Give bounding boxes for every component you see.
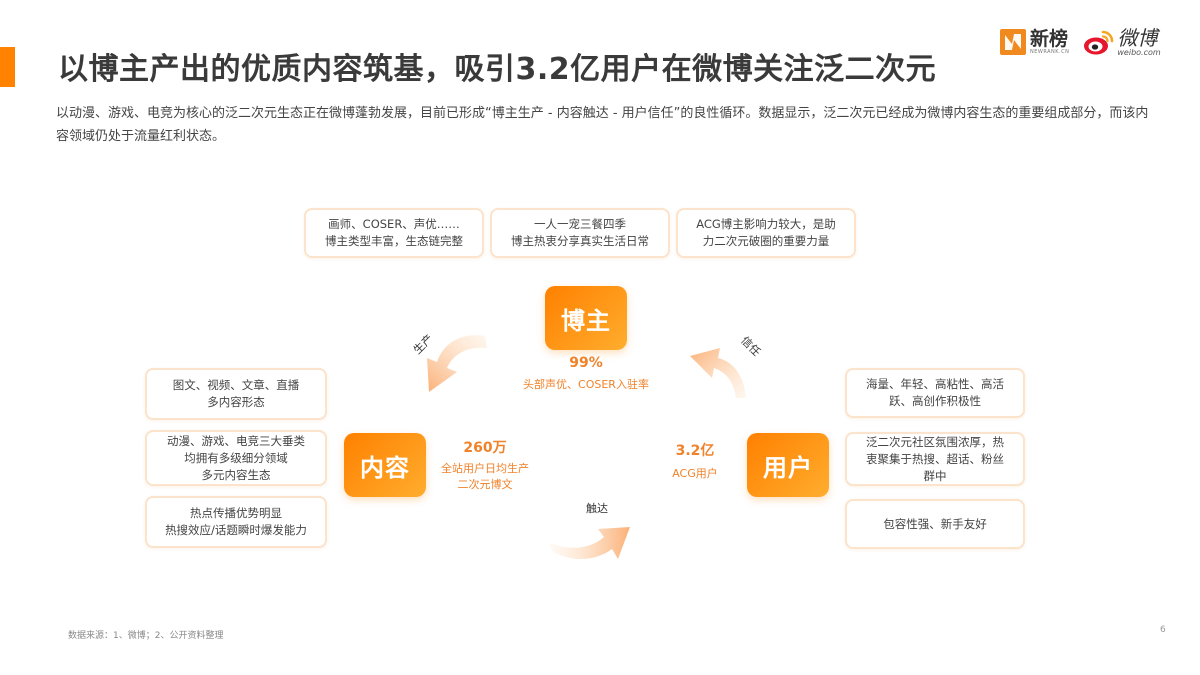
box-line: 多内容形态 [207, 395, 265, 409]
user-info-box-3: 包容性强、新手友好 [845, 499, 1025, 549]
box-line: 多元内容生态 [201, 467, 271, 482]
node-label: 内容 [360, 453, 410, 482]
blogger-info-box-3: ACG博主影响力较大，是助 力二次元破圈的重要力量 [676, 208, 856, 258]
box-line: 包容性强、新手友好 [883, 516, 987, 531]
blogger-stat: 99% 头部声优、COSER入驻率 [500, 354, 672, 393]
stat-label: 全站用户日均生产 [441, 462, 529, 475]
box-line: 一人一宠三餐四季 [534, 217, 626, 231]
user-stat: 3.2亿 ACG用户 [655, 442, 735, 482]
blogger-info-box-1: 画师、COSER、声优…… 博主类型丰富，生态链完整 [304, 208, 484, 258]
user-info-box-1: 海量、年轻、高粘性、高活 跃、高创作积极性 [845, 368, 1025, 418]
stat-value: 3.2亿 [675, 443, 715, 459]
content-info-box-2: 动漫、游戏、电竞三大垂类 均拥有多级细分领域 多元内容生态 [145, 430, 327, 486]
stat-label: ACG用户 [672, 467, 718, 480]
reach-arrow-icon [546, 515, 636, 579]
title-accent-bar [0, 47, 15, 87]
box-line: 跃、高创作积极性 [889, 394, 981, 408]
page-title: 以博主产出的优质内容筑基，吸引3.2亿用户在微博关注泛二次元 [58, 52, 937, 87]
stat-label: 头部声优、COSER入驻率 [523, 378, 649, 391]
node-blogger: 博主 [545, 286, 627, 350]
newrank-sub: NEWRANK.CN [1030, 49, 1070, 55]
trust-arrow-icon [684, 332, 764, 406]
box-line: 均拥有多级细分领域 [184, 450, 288, 465]
box-line: 热点传播优势明显 [190, 506, 282, 520]
blogger-info-box-2: 一人一宠三餐四季 博主热衷分享真实生活日常 [490, 208, 670, 258]
produce-arrow-icon [405, 322, 495, 406]
content-info-box-1: 图文、视频、文章、直播 多内容形态 [145, 368, 327, 420]
node-user: 用户 [747, 433, 829, 497]
box-line: 热搜效应/话题瞬时爆发能力 [165, 523, 307, 537]
box-line: 力二次元破圈的重要力量 [702, 234, 830, 248]
stat-value: 99% [569, 355, 603, 371]
newrank-name: 新榜 [1030, 28, 1069, 50]
box-line: 衷聚集于热搜、超话、粉丝 [866, 451, 1004, 466]
weibo-sub: weibo.com [1117, 47, 1161, 57]
weibo-name: 微博 [1117, 25, 1158, 50]
content-info-box-3: 热点传播优势明显 热搜效应/话题瞬时爆发能力 [145, 496, 327, 548]
box-line: 画师、COSER、声优…… [328, 217, 460, 231]
weibo-logo-icon [1083, 28, 1115, 56]
stat-value: 260万 [463, 440, 507, 456]
box-line: 动漫、游戏、电竞三大垂类 [167, 433, 305, 448]
box-line: 群中 [923, 468, 947, 483]
box-line: ACG博主影响力较大，是助 [696, 217, 836, 231]
intro-paragraph: 以动漫、游戏、电竞为核心的泛二次元生态正在微博蓬勃发展，目前已形成“博主生产 -… [56, 106, 1149, 144]
weibo-wordmark: 微博 weibo.com [1117, 28, 1160, 57]
logo-group: 新榜 NEWRANK.CN 微博 weibo.com [1000, 24, 1161, 60]
node-label: 博主 [561, 306, 611, 335]
node-content: 内容 [344, 433, 426, 497]
reach-label: 触达 [586, 502, 608, 515]
content-stat: 260万 全站用户日均生产 二次元博文 [425, 439, 545, 493]
data-source-footnote: 数据来源：1、微博；2、公开资料整理 [68, 631, 224, 641]
box-line: 海量、年轻、高粘性、高活 [866, 377, 1004, 391]
user-info-box-2: 泛二次元社区氛围浓厚，热 衷聚集于热搜、超话、粉丝 群中 [845, 432, 1025, 486]
box-line: 图文、视频、文章、直播 [172, 378, 300, 392]
page-number: 6 [1160, 625, 1166, 635]
newrank-wordmark: 新榜 NEWRANK.CN [1030, 29, 1069, 55]
box-line: 博主类型丰富，生态链完整 [325, 234, 463, 248]
box-line: 泛二次元社区氛围浓厚，热 [866, 434, 1004, 449]
stat-label: 二次元博文 [457, 478, 513, 491]
newrank-logo-icon [1000, 29, 1026, 55]
box-line: 博主热衷分享真实生活日常 [511, 234, 649, 248]
node-label: 用户 [763, 453, 813, 482]
